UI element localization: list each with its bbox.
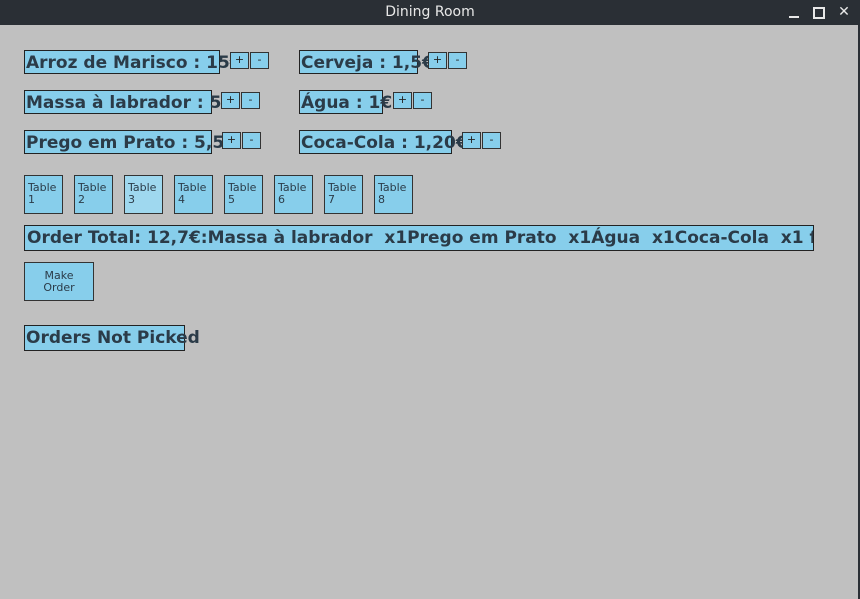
massa-plus-button[interactable]: + xyxy=(221,92,240,109)
table-btn-label: Table xyxy=(128,181,157,194)
agua-minus-button[interactable]: - xyxy=(413,92,432,109)
menu-item-cerveja: Cerveja : 1,5€ xyxy=(299,50,434,74)
table-btn-label: Table xyxy=(328,181,357,194)
table-btn-label: Table xyxy=(278,181,307,194)
table-btn-number: 5 xyxy=(228,193,235,206)
window-title: Dining Room xyxy=(385,4,475,20)
table-btn-label: Table xyxy=(78,181,107,194)
table-btn-label: Table xyxy=(378,181,407,194)
menu-item-arroz-de-marisco: Arroz de Marisco : 15€ xyxy=(24,50,242,74)
title-bar: Dining Room ✕ xyxy=(0,0,860,25)
menu-item-agua: Água : 1€ xyxy=(299,90,392,114)
table-btn-label: Table xyxy=(228,181,257,194)
cerveja-minus-button[interactable]: - xyxy=(448,52,467,69)
menu-item-coca-cola: Coca-Cola : 1,20€ xyxy=(299,130,468,154)
table-btn-number: 1 xyxy=(28,193,35,206)
orders-not-picked-label: Orders Not Picked xyxy=(24,325,200,351)
massa-minus-button[interactable]: - xyxy=(241,92,260,109)
table-btn-number: 8 xyxy=(378,193,385,206)
minimize-button[interactable] xyxy=(786,4,802,20)
prego-plus-button[interactable]: + xyxy=(222,132,241,149)
maximize-icon xyxy=(813,7,825,19)
minimize-icon xyxy=(789,16,799,18)
main-panel: Arroz de Marisco : 15€ + - Massa à labra… xyxy=(0,25,860,599)
table-btn-label: Table xyxy=(178,181,207,194)
arroz-minus-button[interactable]: - xyxy=(250,52,269,69)
table-btn-label: Table xyxy=(28,181,57,194)
prego-minus-button[interactable]: - xyxy=(242,132,261,149)
cerveja-plus-button[interactable]: + xyxy=(428,52,447,69)
make-order-label-line2: Order xyxy=(43,281,75,294)
make-order-label-line1: Make xyxy=(44,269,74,282)
table-btn-number: 7 xyxy=(328,193,335,206)
table-btn-number: 4 xyxy=(178,193,185,206)
close-button[interactable]: ✕ xyxy=(836,4,852,20)
maximize-button[interactable] xyxy=(810,4,826,20)
arroz-plus-button[interactable]: + xyxy=(230,52,249,69)
table-btn-number: 6 xyxy=(278,193,285,206)
table-btn-number: 2 xyxy=(78,193,85,206)
menu-item-prego-em-prato: Prego em Prato : 5,5€ xyxy=(24,130,236,154)
table-btn-number: 3 xyxy=(128,193,135,206)
menu-item-massa-a-labrador: Massa à labrador : 5€ xyxy=(24,90,233,114)
close-icon: ✕ xyxy=(838,4,850,20)
order-total-label: Order Total: 12,7€:Massa à labrador x1Pr… xyxy=(24,225,814,251)
coca-cola-minus-button[interactable]: - xyxy=(482,132,501,149)
coca-cola-plus-button[interactable]: + xyxy=(462,132,481,149)
agua-plus-button[interactable]: + xyxy=(393,92,412,109)
